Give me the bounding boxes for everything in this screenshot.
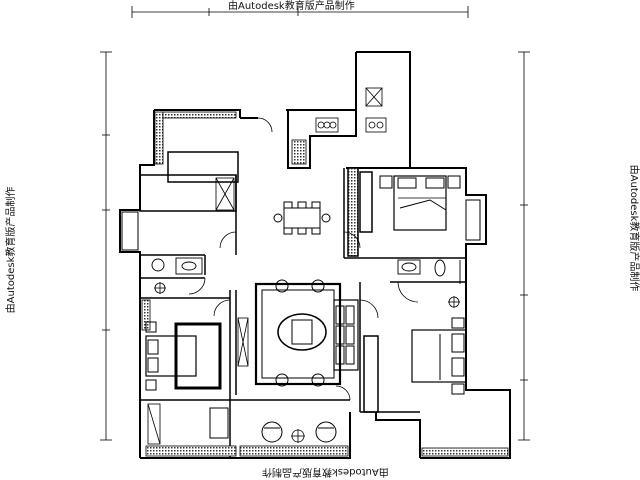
- hatched-elements: [141, 87, 509, 457]
- doors: [188, 117, 419, 401]
- kitchen-fixtures: [315, 117, 387, 133]
- plant-icons: [154, 282, 460, 443]
- watermark-top: 由Autodesk教育版产品制作: [228, 1, 355, 12]
- dining-table: [273, 201, 331, 235]
- bed-top-right: [379, 175, 461, 231]
- window-bays: [121, 199, 481, 251]
- bathroom-fixtures: [151, 257, 461, 284]
- bed-left: [145, 321, 222, 391]
- bed-bottom-right: [411, 317, 467, 395]
- balcony-chairs: [209, 407, 337, 443]
- living-room-furniture: [254, 279, 359, 387]
- dimension-lines: [100, 6, 530, 441]
- inner-walls: [139, 151, 466, 458]
